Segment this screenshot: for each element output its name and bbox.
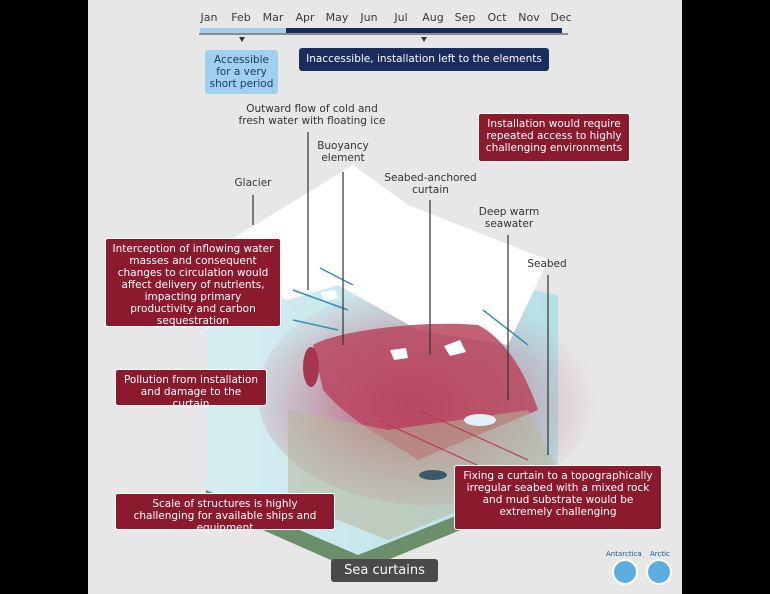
glacier-top bbox=[206, 165, 548, 345]
infographic-panel: Jan Feb Mar Apr May Jun Jul Aug Sep Oct … bbox=[88, 0, 682, 594]
flow-arrow bbox=[292, 319, 339, 331]
timeline-bar bbox=[199, 28, 568, 42]
glacier-label: Glacier bbox=[234, 177, 272, 189]
antarctica-badge-label: Antarctica bbox=[606, 550, 642, 558]
access-challenge-callout: Installation would require repeated acce… bbox=[478, 113, 630, 162]
arctic-badge-label: Arctic bbox=[650, 550, 670, 558]
month-label: Nov bbox=[518, 11, 540, 24]
seabed-label: Seabed bbox=[527, 258, 567, 270]
fish-shape bbox=[464, 414, 496, 426]
accessible-period-label: Accessible for a very short period bbox=[205, 50, 278, 94]
month-label: Dec bbox=[550, 11, 572, 24]
deep-warm-water-label: Deep warm seawater bbox=[478, 206, 540, 230]
inaccessible-period-label: Inaccessible, installation left to the e… bbox=[299, 48, 549, 71]
outward-flow-label: Outward flow of cold and fresh water wit… bbox=[238, 103, 386, 127]
scale-callout: Scale of structures is highly challengin… bbox=[115, 493, 335, 534]
accessible-period-bar bbox=[200, 28, 286, 33]
flow-arrow bbox=[482, 309, 529, 346]
interception-callout: Interception of inflowing water masses a… bbox=[105, 238, 281, 327]
month-label: Jan bbox=[200, 11, 218, 24]
flow-arrow bbox=[292, 289, 349, 311]
pollution-callout: Pollution from installation and damage t… bbox=[115, 369, 267, 410]
buoyancy-element-shape bbox=[303, 347, 319, 387]
month-label: Aug bbox=[422, 11, 444, 24]
fixing-callout: Fixing a curtain to a topographically ir… bbox=[454, 465, 662, 530]
arctic-badge-icon bbox=[646, 559, 672, 585]
month-label: Mar bbox=[262, 11, 284, 24]
month-label: Feb bbox=[231, 11, 251, 24]
month-label: Jul bbox=[394, 11, 408, 24]
curtain-label: Seabed-anchored curtain bbox=[384, 172, 477, 196]
ice-floe bbox=[390, 348, 408, 360]
month-label: Sep bbox=[454, 11, 476, 24]
inaccessible-pointer bbox=[421, 37, 427, 42]
flow-arrow bbox=[319, 267, 354, 286]
month-label: May bbox=[325, 11, 349, 24]
page-title: Sea curtains bbox=[331, 559, 438, 582]
buoyancy-element-label: Buoyancy element bbox=[317, 140, 369, 164]
warm-flow-arrow bbox=[377, 419, 489, 471]
seal-shape bbox=[419, 470, 447, 480]
ice-floe bbox=[321, 290, 338, 302]
accessible-pointer bbox=[239, 37, 245, 42]
antarctica-badge-icon bbox=[612, 559, 638, 585]
inaccessible-period-bar bbox=[286, 28, 562, 33]
month-label: Oct bbox=[487, 11, 507, 24]
month-label: Jun bbox=[360, 11, 378, 24]
warm-flow-arrow bbox=[417, 409, 529, 461]
ice-floe bbox=[444, 340, 466, 356]
month-label: Apr bbox=[295, 11, 315, 24]
